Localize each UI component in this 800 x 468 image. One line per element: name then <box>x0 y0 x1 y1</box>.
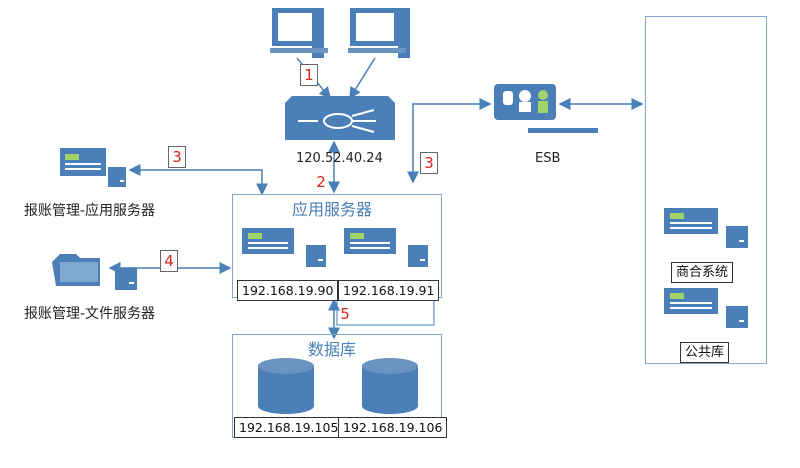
router-ip-label: 120.52.40.24 <box>296 151 383 166</box>
server-window-icon-right-public <box>664 288 748 328</box>
app-server-ip-1: 192.168.19.90 <box>237 280 339 301</box>
step-badge-4: 4 <box>160 250 178 272</box>
database-title: 数据库 <box>304 340 361 360</box>
left-app-server-label: 报账管理-应用服务器 <box>24 203 156 219</box>
arrow-computer2-router <box>349 57 376 100</box>
computer-icon-2 <box>348 8 410 58</box>
right-system-group <box>645 16 767 364</box>
step-badge-5: 5 <box>340 305 350 323</box>
database-ip-2: 192.168.19.106 <box>338 417 448 438</box>
step-badge-3-left: 3 <box>168 146 186 168</box>
app-server-title: 应用服务器 <box>288 200 377 220</box>
server-window-icon-app2 <box>344 228 428 267</box>
server-window-icon-right-system <box>664 208 748 248</box>
left-file-server-label: 报账管理-文件服务器 <box>24 306 156 322</box>
database-ip-1: 192.168.19.105 <box>234 417 344 438</box>
right-system-label: 商合系统 <box>671 262 734 283</box>
server-window-icon-app1 <box>242 228 326 267</box>
database-cylinder-icon-1 <box>258 358 314 414</box>
database-cylinder-icon-2 <box>362 358 418 414</box>
computer-icon-1 <box>270 8 328 58</box>
step-badge-3-right: 3 <box>420 152 438 174</box>
step-badge-1: 1 <box>300 64 318 86</box>
app-server-ip-2: 192.168.19.91 <box>338 280 440 301</box>
arrow-esb-appserver <box>407 98 492 184</box>
esb-icon <box>494 84 598 133</box>
folder-icon-file-server <box>52 254 137 290</box>
esb-label: ESB <box>535 151 561 166</box>
right-public-label: 公共库 <box>680 342 730 363</box>
router-icon <box>285 96 395 140</box>
server-window-icon-left-app <box>60 148 126 187</box>
step-badge-2: 2 <box>316 173 326 191</box>
arrow-appserver-left-app <box>128 164 268 196</box>
